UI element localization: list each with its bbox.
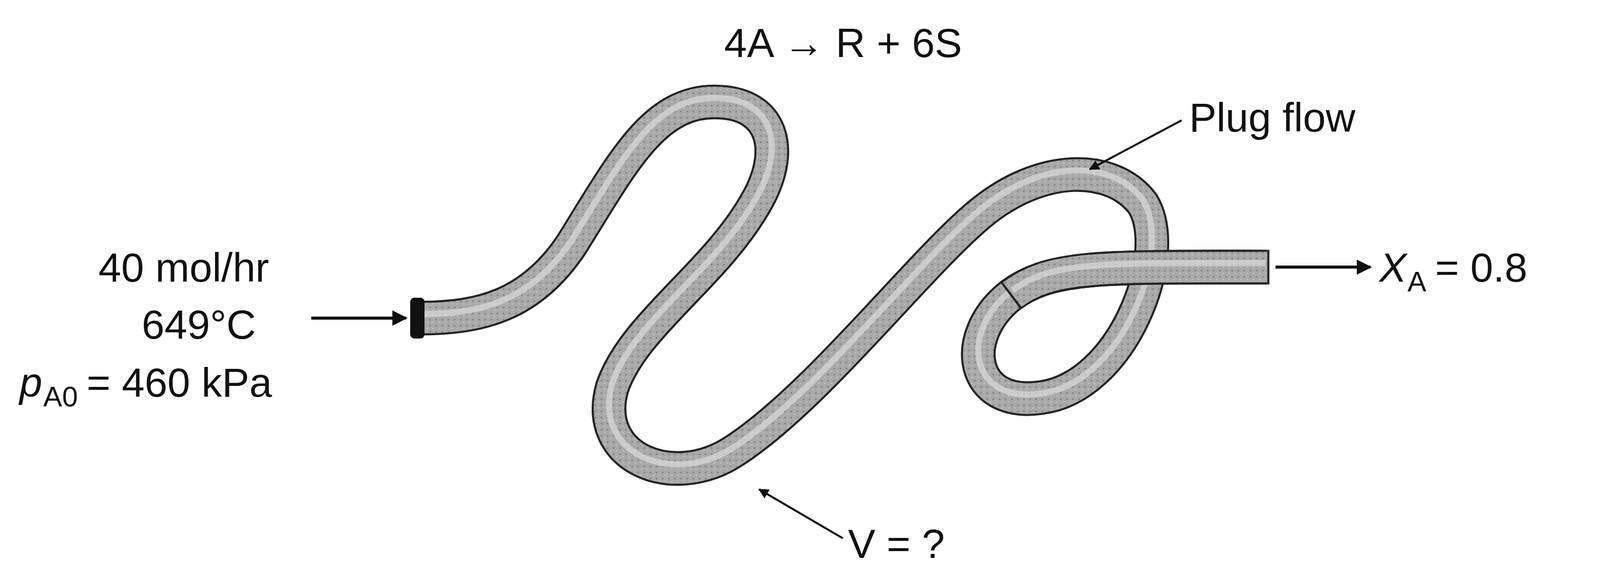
leader-lines [759, 120, 1182, 539]
pressure-subscript: A0 [43, 382, 78, 411]
reactor-type-label: Plug flow [1189, 96, 1356, 138]
conversion-value: = 0.8 [1435, 247, 1528, 289]
pressure-value: = 460 kPa [86, 362, 273, 404]
pressure-symbol: p [19, 362, 43, 404]
conversion-symbol: X [1379, 247, 1407, 289]
reaction-equation: 4A → R + 6S [724, 22, 963, 64]
flow-arrows [311, 267, 1371, 319]
conversion-subscript: A [1407, 267, 1427, 296]
feed-temperature: 649°C [141, 304, 256, 346]
volume-question: V = ? [848, 523, 945, 565]
reactor-tube [410, 97, 1270, 469]
feed-rate: 40 mol/hr [98, 247, 270, 289]
